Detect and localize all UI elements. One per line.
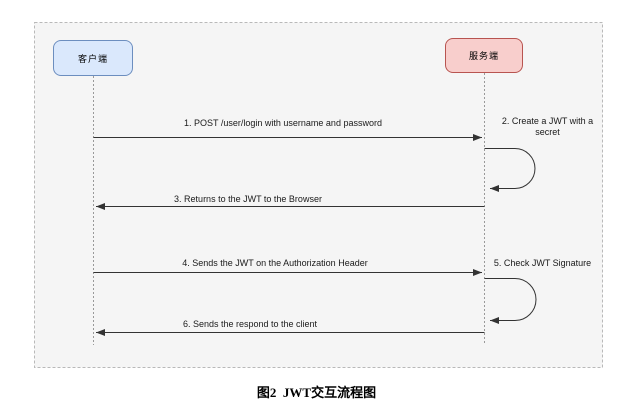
sequence-diagram-canvas [34, 22, 603, 368]
message-label-1: 1. POST /user/login with username and pa… [184, 118, 382, 128]
figure-caption: 图2 JWT交互流程图 [256, 385, 377, 400]
diagram-frame: 客户端 服务端 1. POST /user/login with usernam… [34, 22, 603, 368]
self-loop-5 [484, 278, 537, 324]
message-label-2: 2. Create a JWT with a secret [501, 116, 594, 137]
actor-server-label: 服务端 [468, 51, 499, 61]
message-label-5: 5. Check JWT Signature [493, 258, 592, 268]
actor-server-box: 服务端 [445, 38, 523, 73]
message-label-4: 4. Sends the JWT on the Authorization He… [182, 258, 368, 268]
self-loop-2 [484, 148, 536, 192]
frame-border-rect [34, 22, 603, 368]
actor-client-box: 客户端 [53, 40, 133, 76]
actor-client-label: 客户端 [77, 53, 108, 64]
message-label-3: 3. Returns to the JWT to the Browser [174, 194, 322, 204]
message-label-6: 6. Sends the respond to the client [182, 319, 318, 329]
